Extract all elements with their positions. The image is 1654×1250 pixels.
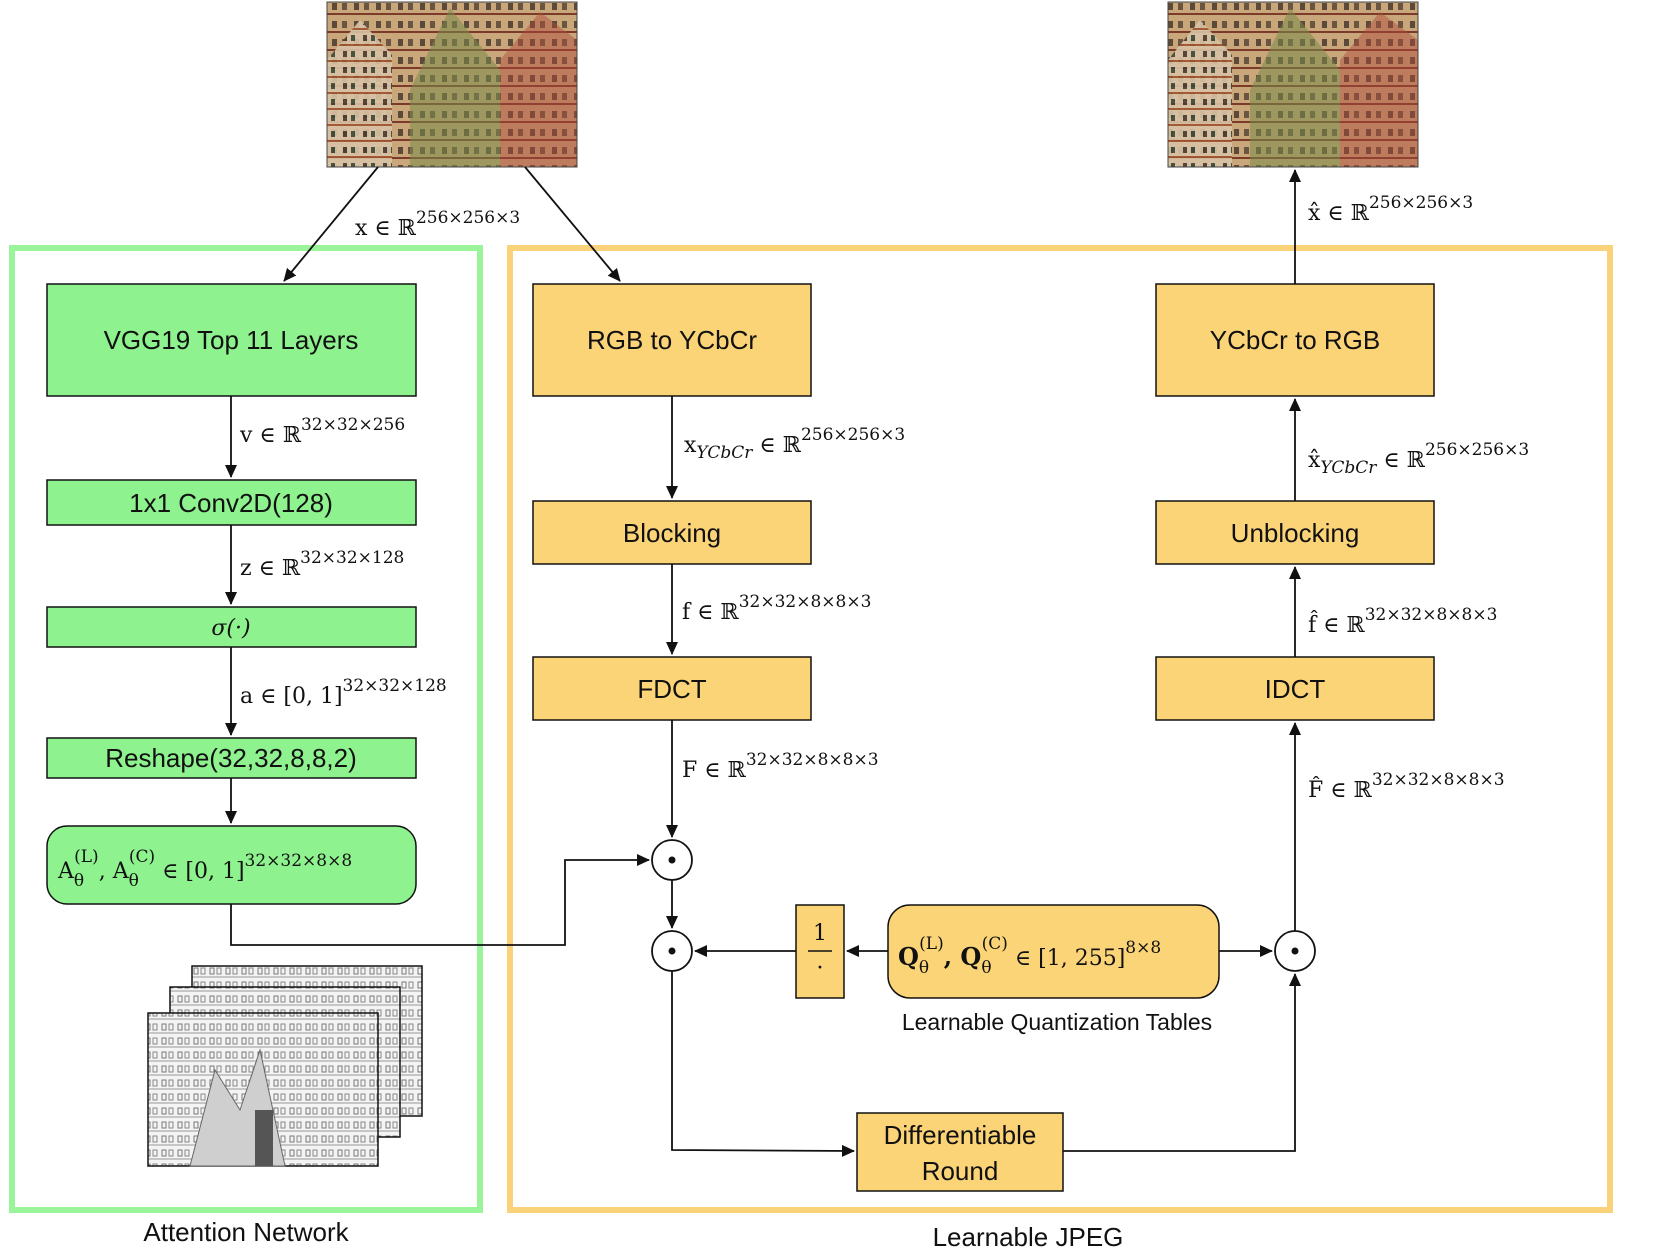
sigmoid-box: σ(·) [46, 606, 417, 648]
output-image [1167, 1, 1419, 168]
quantization-tables-caption: Learnable Quantization Tables [902, 1009, 1212, 1035]
reshape-label: Reshape(32,32,8,8,2) [105, 743, 357, 773]
connections [225, 166, 1301, 1157]
differentiable-round-box: Differentiable Round [856, 1112, 1064, 1192]
fdct-label: FDCT [637, 674, 706, 704]
hadamard-node-mask [651, 839, 693, 881]
vgg19-box: VGG19 Top 11 Layers [46, 283, 417, 397]
blocking-box: Blocking [532, 500, 812, 565]
reshape-box: Reshape(32,32,8,8,2) [46, 737, 417, 779]
learnable-jpeg-frame [507, 245, 1613, 1213]
learnable-jpeg-caption: Learnable JPEG [933, 1222, 1124, 1250]
blocking-label: Blocking [623, 518, 721, 548]
vgg19-label: VGG19 Top 11 Layers [104, 325, 359, 355]
reciprocal-box: 1 · [795, 904, 845, 999]
ycbcr-to-rgb-label: YCbCr to RGB [1210, 325, 1381, 355]
edge-F-label: F ∈ ℝ32×32×8×8×3 [682, 750, 879, 783]
hadamard-node-quantize [651, 930, 693, 972]
attention-maps-stack [147, 965, 423, 1167]
edge-Fhat-label: F̂ ∈ ℝ32×32×8×8×3 [1308, 770, 1505, 803]
attention-mask-output: Aθ(L), Aθ(C) ∈ [0, 1]32×32×8×8 [46, 825, 417, 905]
quantization-tables-box: Qθ(L), Qθ(C) ∈ [1, 255]8×8 [887, 904, 1220, 999]
unblocking-box: Unblocking [1155, 500, 1435, 565]
edge-v-label: v ∈ ℝ32×32×256 [239, 415, 405, 448]
output-edge-label: x̂ ∈ ℝ256×256×3 [1308, 193, 1473, 226]
differentiable-round-line1: Differentiable [884, 1120, 1037, 1150]
fdct-box: FDCT [532, 656, 812, 721]
edge-f-label: f ∈ ℝ32×32×8×8×3 [682, 592, 871, 625]
sigmoid-label: σ(·) [211, 616, 250, 641]
idct-box: IDCT [1155, 656, 1435, 721]
mask-output-formula: Aθ(L), Aθ(C) ∈ [0, 1]32×32×8×8 [57, 847, 352, 891]
edge-a-label: a ∈ [0, 1]32×32×128 [240, 676, 447, 709]
unblocking-label: Unblocking [1231, 518, 1360, 548]
reciprocal-numerator: 1 [813, 921, 827, 946]
conv-label: 1x1 Conv2D(128) [129, 488, 333, 518]
quantization-tables-formula: Qθ(L), Qθ(C) ∈ [1, 255]8×8 [898, 934, 1161, 978]
reciprocal-denominator: · [817, 956, 824, 981]
input-image [326, 1, 578, 168]
hadamard-node-dequantize [1274, 930, 1316, 972]
edge-fhat-label: f̂ ∈ ℝ32×32×8×8×3 [1308, 605, 1497, 638]
conv-box: 1x1 Conv2D(128) [46, 479, 417, 526]
attention-network-caption: Attention Network [143, 1217, 349, 1247]
rgb-to-ycbcr-box: RGB to YCbCr [532, 283, 812, 397]
edge-xycbcr-label: xYCbCr ∈ ℝ256×256×3 [684, 425, 905, 463]
idct-label: IDCT [1265, 674, 1326, 704]
input-edge-label: x ∈ ℝ256×256×3 [355, 208, 520, 241]
ycbcr-to-rgb-box: YCbCr to RGB [1155, 283, 1435, 397]
attention-network-frame [9, 245, 483, 1213]
rgb-to-ycbcr-label: RGB to YCbCr [587, 325, 757, 355]
edge-xhat-ycbcr-label: x̂YCbCr ∈ ℝ256×256×3 [1308, 440, 1529, 478]
edge-z-label: z ∈ ℝ32×32×128 [240, 548, 404, 581]
differentiable-round-line2: Round [922, 1156, 999, 1186]
